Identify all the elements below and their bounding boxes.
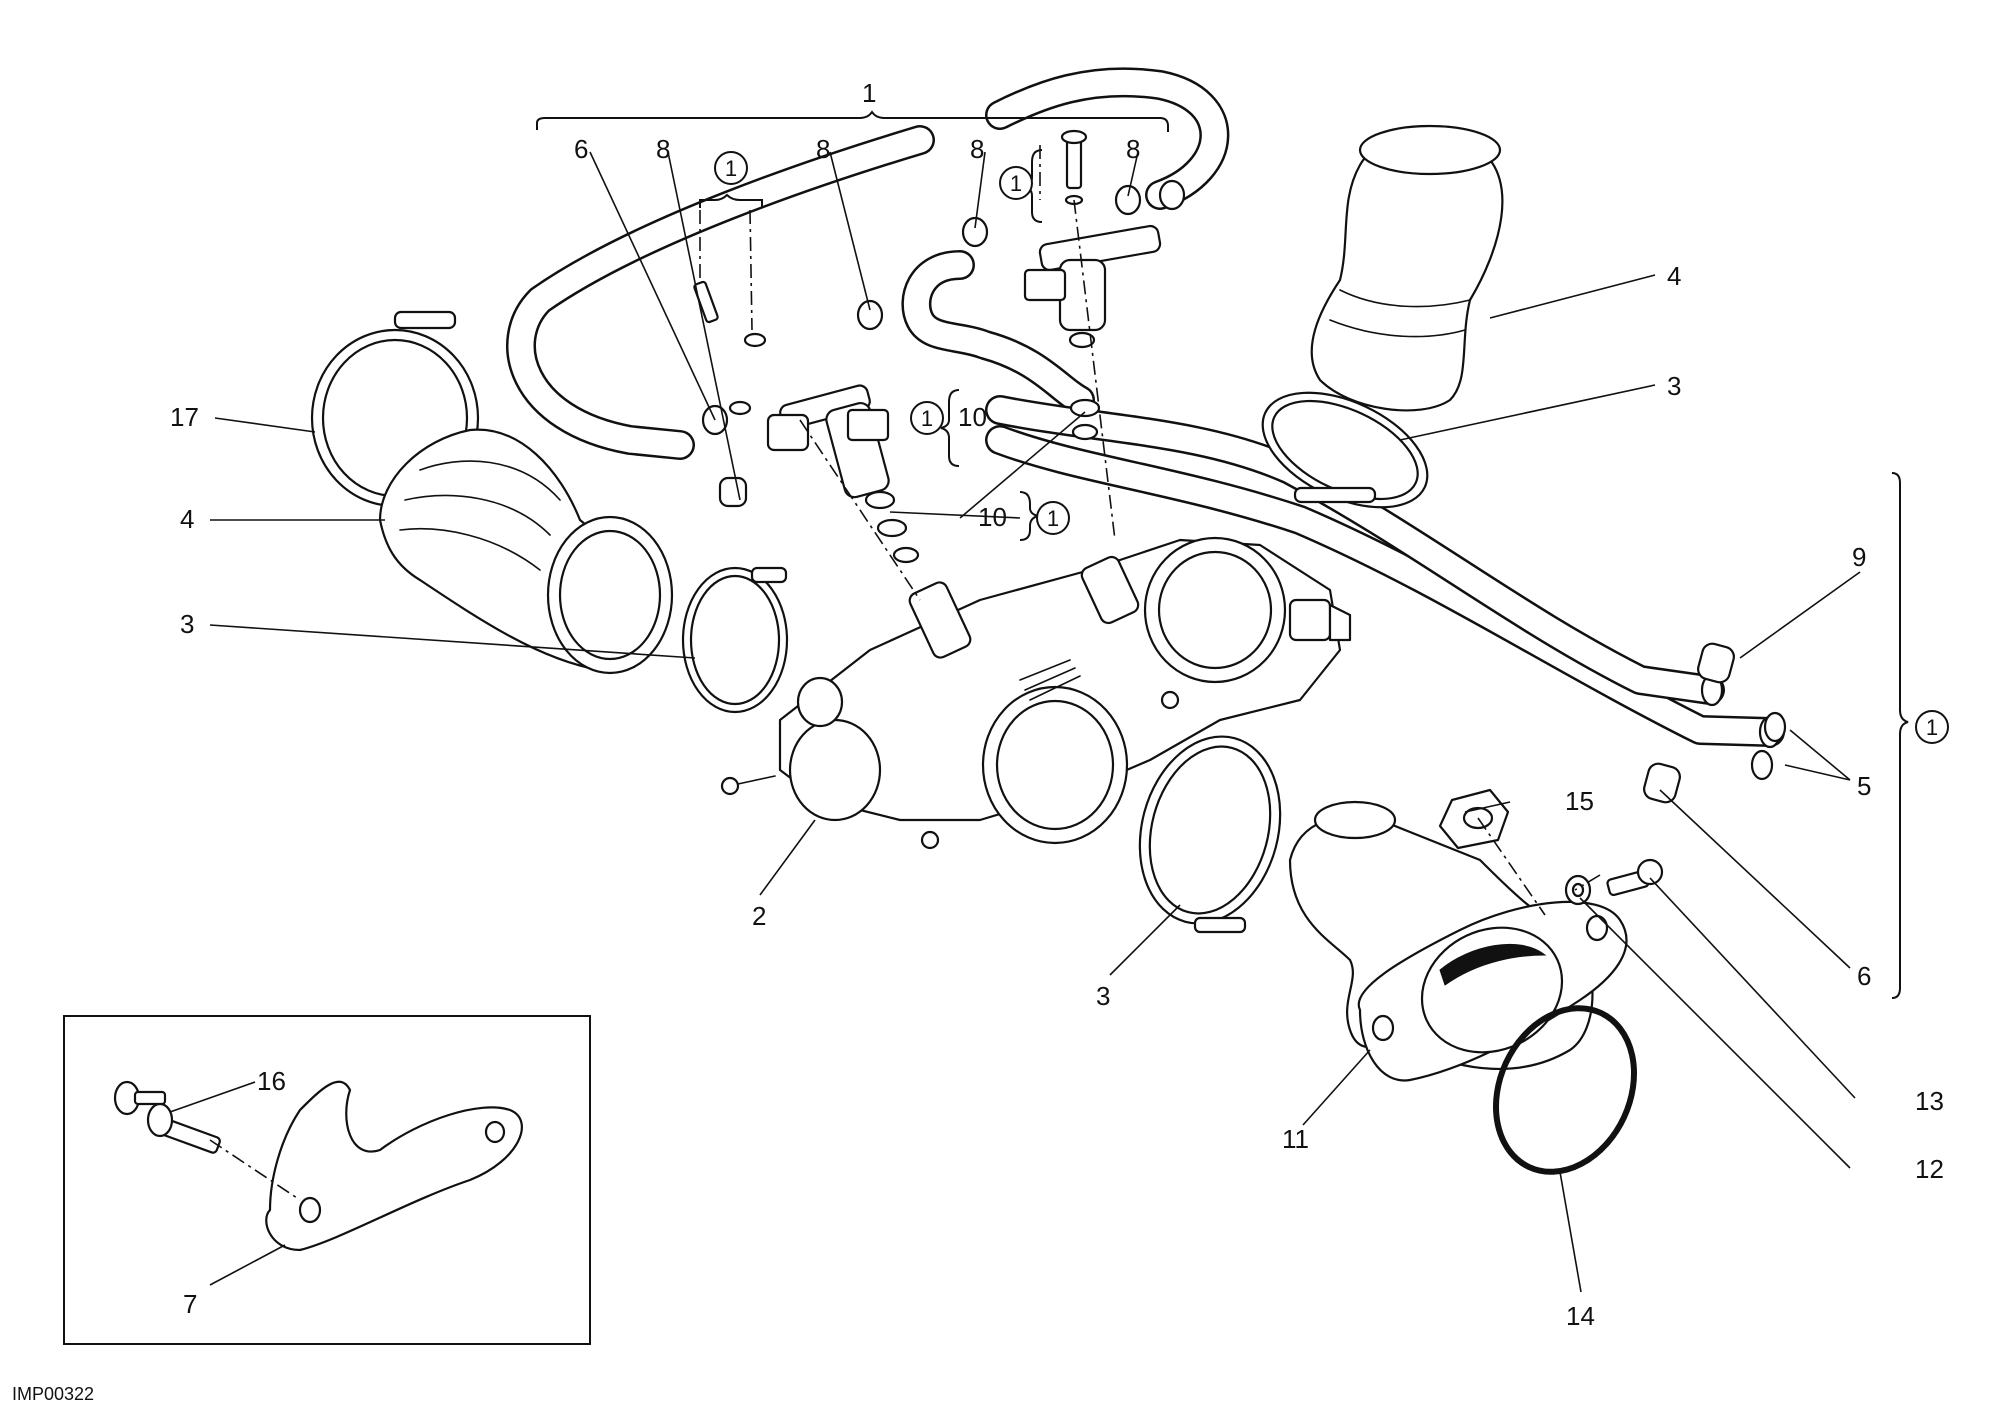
document-reference: IMP00322: [12, 1384, 94, 1404]
circled-marker-injector-screw: 1: [999, 166, 1033, 200]
callout-14: 14: [1566, 1301, 1595, 1331]
callout-1: 1: [862, 78, 876, 108]
callout-6-right: 6: [1857, 961, 1871, 991]
callout-11: 11: [1282, 1124, 1309, 1154]
svg-text:1: 1: [725, 156, 737, 181]
callout-8-b: 8: [816, 134, 830, 164]
callout-3-left: 3: [180, 609, 194, 639]
washer-12: [1564, 874, 1592, 906]
fuel-rail-injectors: [693, 129, 1162, 564]
intake-flange-11: [1288, 800, 1628, 1082]
callout-5: 5: [1857, 771, 1871, 801]
intake-manifold-left: [310, 310, 789, 714]
intake-manifold-right: [1261, 124, 1504, 509]
screw-13: [1606, 858, 1664, 897]
circled-marker-top: 1: [714, 151, 748, 185]
callout-8-d: 8: [1126, 134, 1140, 164]
callout-3-lower: 3: [1096, 981, 1110, 1011]
callout-8-a: 8: [656, 134, 670, 164]
svg-text:1: 1: [921, 406, 933, 431]
clips-5: [1750, 711, 1787, 781]
circled-marker-10-lower: 1: [1036, 501, 1070, 535]
svg-text:1: 1: [1047, 506, 1059, 531]
callout-9: 9: [1852, 542, 1866, 572]
clamp-3-lower: [1138, 735, 1282, 934]
circled-marker-10-upper: 1: [910, 401, 944, 435]
cap-6-right: [1643, 762, 1681, 804]
inset-detail: [63, 1015, 591, 1345]
callout-15: 15: [1565, 786, 1594, 816]
screw-2: [720, 775, 776, 796]
callout-17: 17: [170, 402, 199, 432]
callout-6-top: 6: [574, 134, 588, 164]
callout-2: 2: [752, 901, 766, 931]
callout-12: 12: [1915, 1154, 1944, 1184]
callout-10-lower: 10: [978, 502, 1007, 532]
callout-3-right: 3: [1667, 371, 1681, 401]
nut-15: [1438, 788, 1510, 850]
callout-4-left: 4: [180, 504, 194, 534]
circled-marker-right-kit: 1: [1915, 710, 1949, 744]
callout-8-c: 8: [970, 134, 984, 164]
svg-text:1: 1: [1010, 171, 1022, 196]
callout-numbers: 1 6 8 8 8 8 17 4 3 10 10 4 3 9 5 15 2 3 …: [170, 78, 1944, 1331]
callout-10-upper: 10: [958, 402, 987, 432]
callout-13: 13: [1915, 1086, 1944, 1116]
callout-16: 16: [257, 1066, 286, 1096]
callout-7: 7: [183, 1289, 197, 1319]
leader-lines: [169, 151, 1861, 1293]
circled-markers: 1 1 1 1 1: [714, 151, 1949, 744]
callout-4-right: 4: [1667, 261, 1681, 291]
cap-9: [1697, 642, 1735, 684]
throttle-body: [778, 536, 1352, 850]
assembly-lines: [209, 145, 1601, 1201]
svg-text:1: 1: [1926, 715, 1938, 740]
o-ring-14: [1493, 1005, 1637, 1175]
